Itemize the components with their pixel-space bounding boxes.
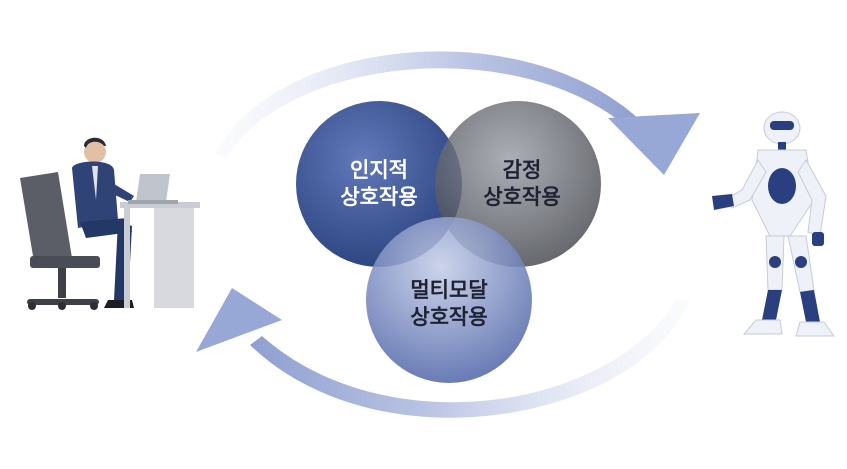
label-cognitive: 인지적 [350, 158, 408, 182]
label-cognitive-sub: 상호작용 [340, 185, 417, 209]
circle-multimodal [366, 217, 532, 383]
label-multimodal: 멀티모달 [410, 278, 487, 302]
venn-diagram: 인지적 상호작용 감정 상호작용 멀티모달 상호작용 [296, 101, 601, 383]
bottom-cycle-arrow [196, 288, 690, 418]
label-emotional-sub: 상호작용 [483, 185, 560, 209]
label-emotional: 감정 [503, 158, 542, 182]
humanoid-robot-icon [712, 111, 835, 337]
businessman-at-desk-icon [20, 137, 200, 310]
label-multimodal-sub: 상호작용 [410, 305, 487, 329]
top-cycle-arrow [215, 51, 700, 175]
